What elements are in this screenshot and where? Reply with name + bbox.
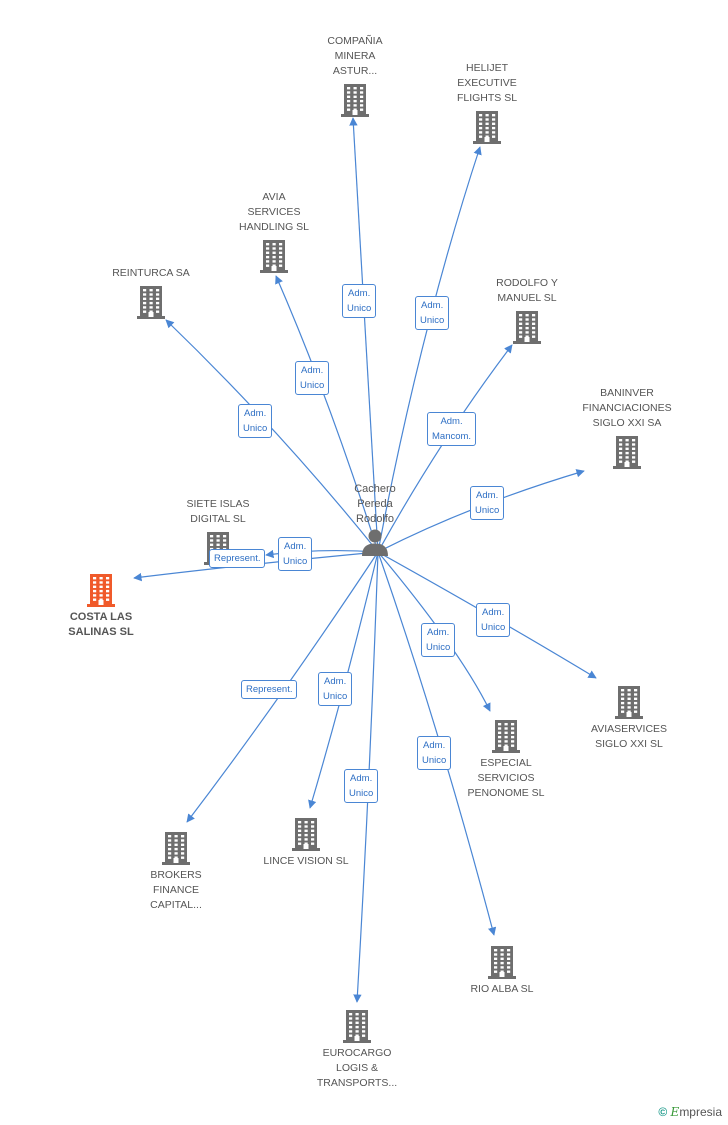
company-label: RODOLFO Y MANUEL SL: [496, 277, 558, 304]
company-node-aviaservices[interactable]: AVIASERVICES SIGLO XXI SL: [564, 685, 694, 752]
building-icon: [422, 110, 552, 144]
person-icon: [362, 529, 388, 556]
company-label: COSTA LAS SALINAS SL: [68, 611, 134, 638]
company-node-especial[interactable]: ESPECIAL SERVICIOS PENONOME SL: [441, 719, 571, 801]
company-label: COMPAÑIA MINERA ASTUR...: [327, 35, 383, 77]
company-node-reinturca[interactable]: REINTURCA SA: [86, 266, 216, 319]
brand-name: mpresia: [679, 1105, 722, 1119]
building-icon: [437, 945, 567, 979]
company-node-avia-services[interactable]: AVIA SERVICES HANDLING SL: [209, 190, 339, 273]
company-label: REINTURCA SA: [112, 267, 190, 279]
edge-label-baninver: Adm. Unico: [470, 486, 505, 520]
edge-avia-services: [275, 275, 379, 553]
company-label: EUROCARGO LOGIS & TRANSPORTS...: [316, 1047, 398, 1089]
edge-label-aviaservices: Adm. Unico: [476, 603, 511, 637]
edge-reinturca: [165, 319, 379, 553]
brand-logo: © Empresia: [658, 1105, 722, 1119]
company-node-lince[interactable]: LINCE VISION SL: [241, 817, 371, 869]
company-node-eurocargo[interactable]: EUROCARGO LOGIS & TRANSPORTS...: [292, 1009, 422, 1091]
company-label: ESPECIAL SERVICIOS PENONOME SL: [467, 757, 545, 799]
brand-initial: E: [670, 1105, 680, 1119]
edge-label-brokers: Represent.: [241, 680, 298, 699]
edge-label-costa: Represent.: [209, 549, 266, 568]
company-label: SIETE ISLAS DIGITAL SL: [186, 498, 250, 525]
edge-label-especial: Adm. Unico: [421, 623, 456, 657]
company-label: RIO ALBA SL: [470, 983, 534, 995]
company-node-baninver[interactable]: BANINVER FINANCIACIONES SIGLO XXI SA: [562, 386, 692, 469]
building-icon: [111, 831, 241, 865]
building-icon: [462, 310, 592, 344]
company-node-costa[interactable]: COSTA LAS SALINAS SL: [36, 573, 166, 640]
building-icon: [241, 817, 371, 851]
edge-helijet: [377, 146, 482, 553]
building-icon: [36, 573, 166, 607]
company-label: BANINVER FINANCIACIONES SIGLO XXI SA: [582, 387, 672, 429]
edge-label-rodolfo-manuel: Adm. Mancom.: [427, 412, 477, 446]
company-node-brokers[interactable]: BROKERS FINANCE CAPITAL...: [111, 831, 241, 913]
edge-compania: [349, 117, 379, 553]
building-icon: [562, 435, 692, 469]
building-icon: [290, 83, 420, 117]
building-icon: [441, 719, 571, 753]
person-node[interactable]: Cachero Pereda Rodolfo: [330, 482, 420, 562]
company-label: HELIJET EXECUTIVE FLIGHTS SL: [456, 62, 518, 104]
person-name: Cachero Pereda Rodolfo: [354, 483, 396, 525]
building-icon: [86, 285, 216, 319]
edge-label-siete-islas: Adm. Unico: [278, 537, 313, 571]
copyright-icon: ©: [658, 1105, 668, 1119]
building-icon: [564, 685, 694, 719]
company-label: AVIA SERVICES HANDLING SL: [238, 191, 310, 233]
edge-label-helijet: Adm. Unico: [415, 296, 450, 330]
edge-label-lince: Adm. Unico: [318, 672, 353, 706]
building-icon: [209, 239, 339, 273]
company-label: AVIASERVICES SIGLO XXI SL: [590, 723, 668, 750]
edge-label-eurocargo: Adm. Unico: [344, 769, 379, 803]
company-label: LINCE VISION SL: [263, 855, 349, 867]
building-icon: [292, 1009, 422, 1043]
company-node-rio-alba[interactable]: RIO ALBA SL: [437, 945, 567, 997]
company-node-helijet[interactable]: HELIJET EXECUTIVE FLIGHTS SL: [422, 61, 552, 144]
edge-label-avia-services: Adm. Unico: [295, 361, 330, 395]
company-node-compania[interactable]: COMPAÑIA MINERA ASTUR...: [290, 34, 420, 117]
edge-label-reinturca: Adm. Unico: [238, 404, 273, 438]
edge-label-compania: Adm. Unico: [342, 284, 377, 318]
company-node-rodolfo-manuel[interactable]: RODOLFO Y MANUEL SL: [462, 276, 592, 344]
edge-label-rio-alba: Adm. Unico: [417, 736, 452, 770]
company-label: BROKERS FINANCE CAPITAL...: [150, 869, 202, 911]
